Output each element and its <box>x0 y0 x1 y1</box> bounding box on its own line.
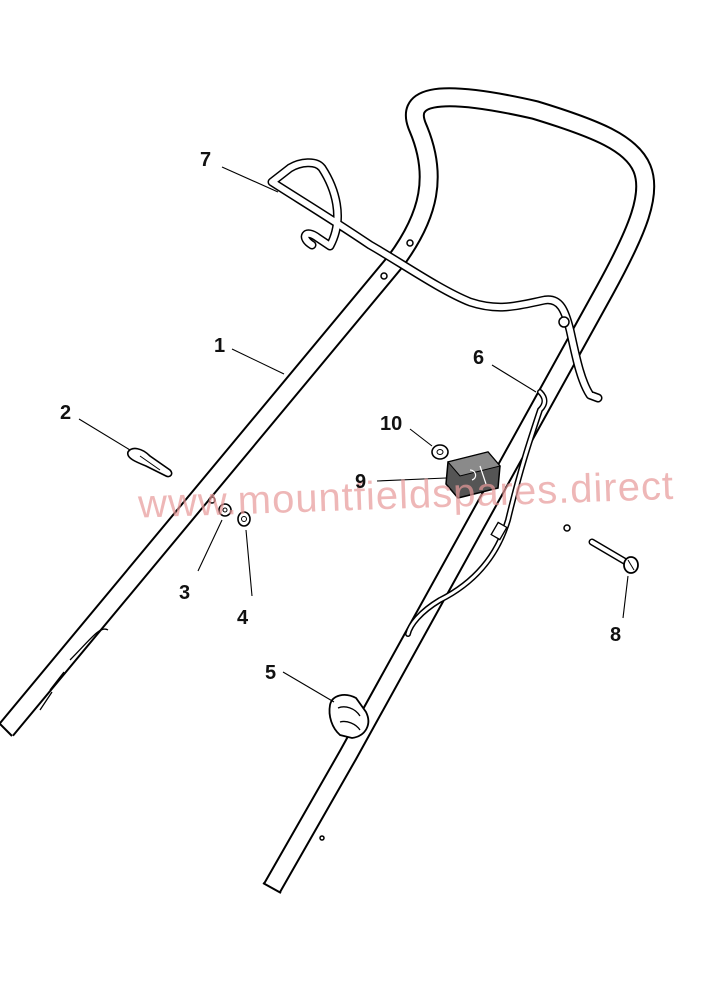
callout-3: 3 <box>179 582 190 604</box>
callout-5: 5 <box>265 662 276 684</box>
callout-7: 7 <box>200 149 211 171</box>
part-4-nut <box>237 511 251 527</box>
control-cable <box>405 389 548 637</box>
handle-frame <box>0 87 656 894</box>
callout-10: 10 <box>380 413 402 435</box>
part-5-cable-clip <box>328 694 370 739</box>
callout-9: 9 <box>355 471 366 493</box>
bail-bar <box>267 158 603 403</box>
callout-numbers: 7 1 6 2 10 9 3 4 8 5 <box>60 149 621 684</box>
part-3-washer <box>218 503 232 517</box>
callout-6: 6 <box>473 347 484 369</box>
leader-lines <box>78 166 629 703</box>
part-2-clip <box>126 447 173 478</box>
callout-2: 2 <box>60 402 71 424</box>
part-10-nut <box>431 444 449 460</box>
callout-4: 4 <box>237 607 249 629</box>
callout-8: 8 <box>610 624 621 646</box>
callout-1: 1 <box>214 335 225 357</box>
part-8-bolt <box>588 538 639 574</box>
part-9-anchor-block <box>445 451 501 499</box>
